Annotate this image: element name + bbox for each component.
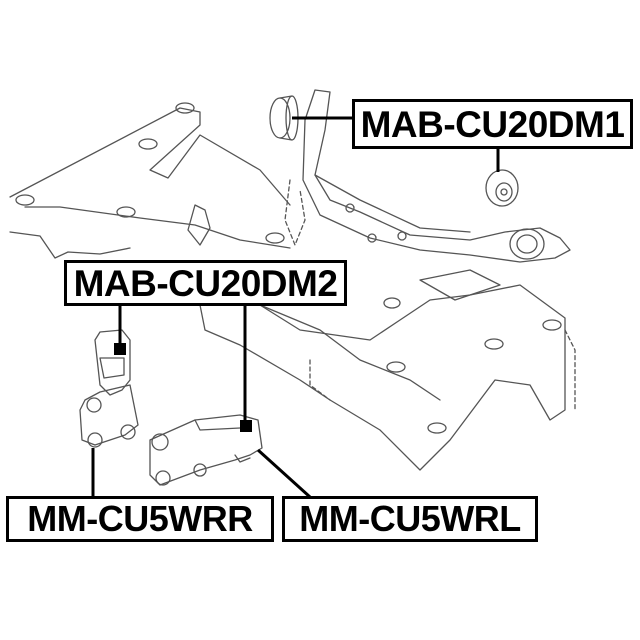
- leader-lines: [91, 116, 500, 499]
- bushing-marker-wrr: [114, 343, 126, 355]
- part-label-mab-cu20dm2: MAB-CU20DM2: [64, 260, 347, 306]
- part-label-mab-cu20dm1: MAB-CU20DM1: [352, 99, 633, 149]
- bracket-mm-cu5wrl: [149, 414, 263, 486]
- bracket-mm-cu5wrr: [79, 329, 139, 448]
- upper-control-arm: [284, 89, 571, 263]
- subframe-left-arm: [9, 102, 291, 259]
- part-label-mm-cu5wrl: MM-CU5WRL: [282, 496, 538, 542]
- bushing-dm1-right: [485, 169, 519, 207]
- part-label-mm-cu5wrr: MM-CU5WRR: [6, 496, 274, 542]
- bushing-marker-wrl: [240, 420, 252, 432]
- subframe-crossmember: [199, 269, 576, 471]
